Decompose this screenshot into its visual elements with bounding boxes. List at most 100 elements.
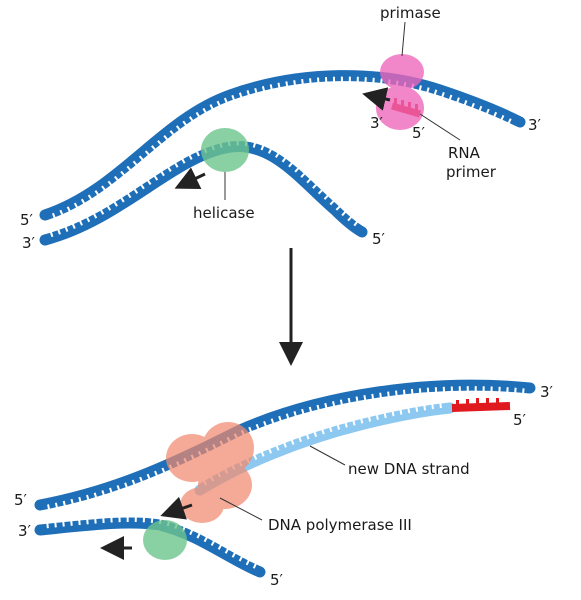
top-panel: primase RNA primer helicase 5′ 3′ 5′ 3′ … [20, 4, 542, 252]
base-pair-rung [275, 152, 280, 158]
base-pair-rung [431, 404, 434, 410]
base-pair-rung [260, 451, 265, 457]
base-pair-rung [46, 523, 49, 529]
base-pair-rung [169, 130, 175, 136]
top-helicase-enzyme [201, 128, 249, 172]
base-pair-rung [210, 540, 215, 546]
primer-label: primer [446, 163, 497, 181]
dna-polymerase-iii-label: DNA polymerase III [268, 516, 412, 534]
base-pair-rung [59, 209, 64, 216]
base-pair-rung [109, 487, 113, 494]
base-pair-rung [86, 494, 90, 501]
rna-primer-leader-line [419, 113, 461, 141]
bottom-helicase-enzyme [143, 520, 187, 560]
base-pair-rung [246, 90, 250, 96]
base-pair-rung [293, 80, 296, 86]
base-pair-rung [269, 84, 273, 90]
bottom-rna-primer-teeth [456, 398, 499, 410]
base-pair-rung [387, 391, 390, 397]
base-pair-rung [380, 78, 383, 84]
base-pair-rung [347, 397, 351, 404]
top-base-pairs [49, 76, 512, 238]
base-pair-rung [317, 189, 323, 195]
base-pair-rung [157, 140, 162, 146]
top-parental-strand-lower [39, 141, 368, 246]
base-pair-rung [93, 213, 98, 219]
base-pair-rung [86, 216, 91, 223]
base-pair-rung [94, 190, 100, 196]
bottom-primer-five-prime-label: 5′ [513, 411, 527, 429]
top-left-lower-end-label: 3′ [22, 234, 36, 252]
base-pair-rung [323, 194, 329, 200]
base-pair-rung [300, 172, 306, 178]
base-pair-rung [439, 402, 442, 409]
base-pair-rung [78, 496, 82, 503]
base-pair-rung [478, 105, 483, 112]
base-pair-rung [418, 85, 422, 91]
base-pair-rung [252, 563, 257, 569]
base-pair-rung [101, 185, 106, 191]
base-pair-rung [248, 426, 253, 433]
base-pair-rung [62, 521, 65, 527]
base-pair-rung [66, 206, 71, 212]
base-pair-rung [216, 100, 221, 107]
top-upper-right-end-label: 3′ [528, 116, 542, 134]
base-pair-rung [329, 426, 333, 433]
base-pair-rung [448, 94, 453, 101]
base-pair-rung [62, 500, 66, 507]
base-pair-rung [174, 162, 179, 168]
base-pair-rung [93, 492, 98, 498]
base-pair-rung [196, 533, 201, 539]
base-pair-rung [399, 409, 403, 415]
base-pair-rung [293, 411, 297, 417]
base-pair-rung [277, 82, 281, 88]
base-pair-rung [160, 170, 165, 177]
base-pair-rung [332, 401, 336, 407]
top-primer-five-prime-label: 5′ [412, 124, 426, 142]
base-pair-rung [182, 120, 187, 126]
base-pair-rung [278, 415, 282, 422]
base-pair-rung [254, 87, 258, 94]
base-pair-rung [238, 556, 243, 562]
base-pair-rung [335, 205, 341, 211]
base-pair-rung [70, 498, 74, 505]
top-primer-three-prime-label: 3′ [370, 114, 384, 132]
base-pair-rung [298, 436, 302, 443]
base-pair-rung [120, 197, 125, 203]
base-pair-rung [107, 180, 113, 186]
base-pair-rung [261, 86, 266, 92]
base-pair-rung [188, 116, 194, 122]
base-pair-rung [321, 429, 325, 435]
new-dna-strand-label: new DNA strand [348, 460, 470, 478]
dna-polymerase-iii-enzyme [166, 422, 254, 523]
base-pair-rung [301, 79, 304, 85]
base-pair-rung [252, 142, 257, 148]
base-pair-rung [255, 423, 260, 430]
base-pair-rung [202, 107, 207, 114]
top-lower-right-end-label: 5′ [372, 230, 386, 248]
base-pair-rung [161, 467, 166, 473]
base-pair-rung [126, 192, 132, 199]
base-pair-rung [47, 504, 51, 510]
base-pair-rung [375, 414, 379, 420]
base-pair-rung [106, 205, 112, 211]
base-pair-rung [238, 92, 243, 98]
base-pair-rung [131, 479, 136, 486]
base-pair-rung [120, 170, 126, 176]
base-pair-rung [132, 160, 138, 166]
base-pair-rung [224, 548, 229, 554]
base-pair-rung [126, 165, 132, 171]
base-pair-rung [195, 111, 200, 118]
base-pair-rung [203, 536, 208, 543]
base-pair-rung [231, 552, 236, 558]
base-pair-rung [57, 229, 61, 235]
base-pair-rung [281, 157, 287, 163]
base-pair-rung [167, 166, 172, 172]
polymerase-leader-line [219, 497, 263, 521]
base-pair-rung [139, 476, 143, 483]
base-pair-rung [71, 223, 76, 229]
base-pair-rung [181, 158, 186, 164]
helicase-label: helicase [193, 204, 255, 222]
base-pair-rung [391, 411, 395, 417]
bottom-left-lower-end-label: 3′ [18, 522, 32, 540]
